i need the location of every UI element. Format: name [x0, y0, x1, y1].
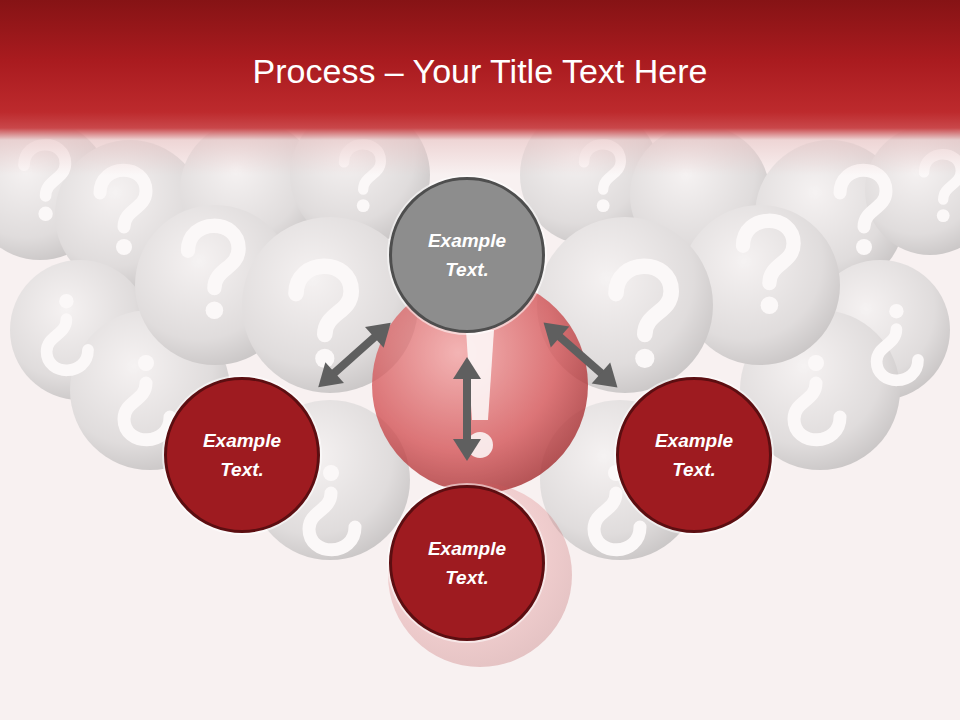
process-circle: Example Text.	[389, 485, 545, 641]
arrow-head	[544, 322, 570, 347]
double-arrow	[544, 322, 618, 387]
slide-title: Process – Your Title Text Here	[0, 52, 960, 91]
double-arrow	[453, 357, 481, 461]
node-label: Example Text.	[417, 226, 517, 284]
arrow-head	[453, 357, 481, 379]
arrow-shaft	[333, 336, 376, 374]
arrow-shaft	[559, 336, 603, 375]
arrow-head	[365, 323, 391, 348]
node-text-group: Example Text.	[644, 426, 744, 484]
node-text-group: Example Text.	[192, 426, 292, 484]
node-label: Example Text.	[417, 534, 517, 592]
double-arrow	[318, 323, 391, 387]
process-circle: Example Text.	[616, 377, 772, 533]
node-text-group: Example Text.	[417, 226, 517, 284]
arrow-head	[318, 362, 344, 387]
process-circle: Example Text.	[389, 177, 545, 333]
node-label: Example Text.	[192, 426, 292, 484]
sphere-reflection	[388, 483, 572, 667]
node-text-group: Example Text.	[417, 534, 517, 592]
arrow-head	[592, 363, 618, 388]
arrow-head	[453, 439, 481, 461]
arrow-shaft	[463, 377, 471, 441]
process-circle: Example Text.	[164, 377, 320, 533]
node-label: Example Text.	[644, 426, 744, 484]
